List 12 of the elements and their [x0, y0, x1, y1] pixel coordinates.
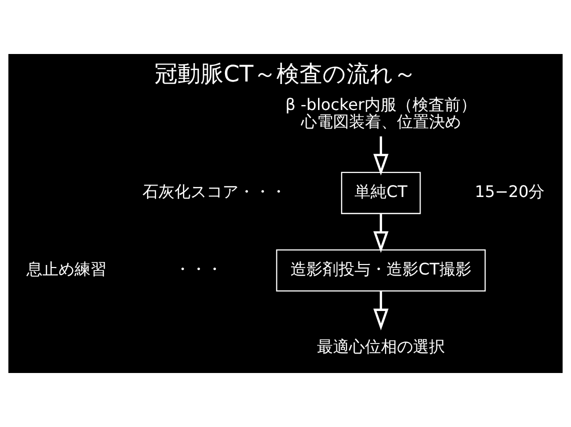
arrow [373, 136, 388, 176]
arrow [373, 291, 388, 330]
node-box: 造影剤投与・造影CT撮影 [276, 249, 486, 292]
node-box: 単純CT [341, 172, 421, 214]
node-label: 石灰化スコア・・・ [142, 182, 287, 202]
label: 15−20分 [474, 182, 545, 202]
label: ・・・ [174, 260, 223, 279]
node-text: β -blocker内服（検査前） 心電図装着、位置決め [285, 95, 476, 132]
label: 息止め練習 [26, 260, 106, 279]
node-text: 最適心位相の選択 [316, 337, 445, 356]
arrow [373, 214, 388, 253]
diagram-title: 冠動脈CT～検査の流れ～ [154, 61, 416, 88]
